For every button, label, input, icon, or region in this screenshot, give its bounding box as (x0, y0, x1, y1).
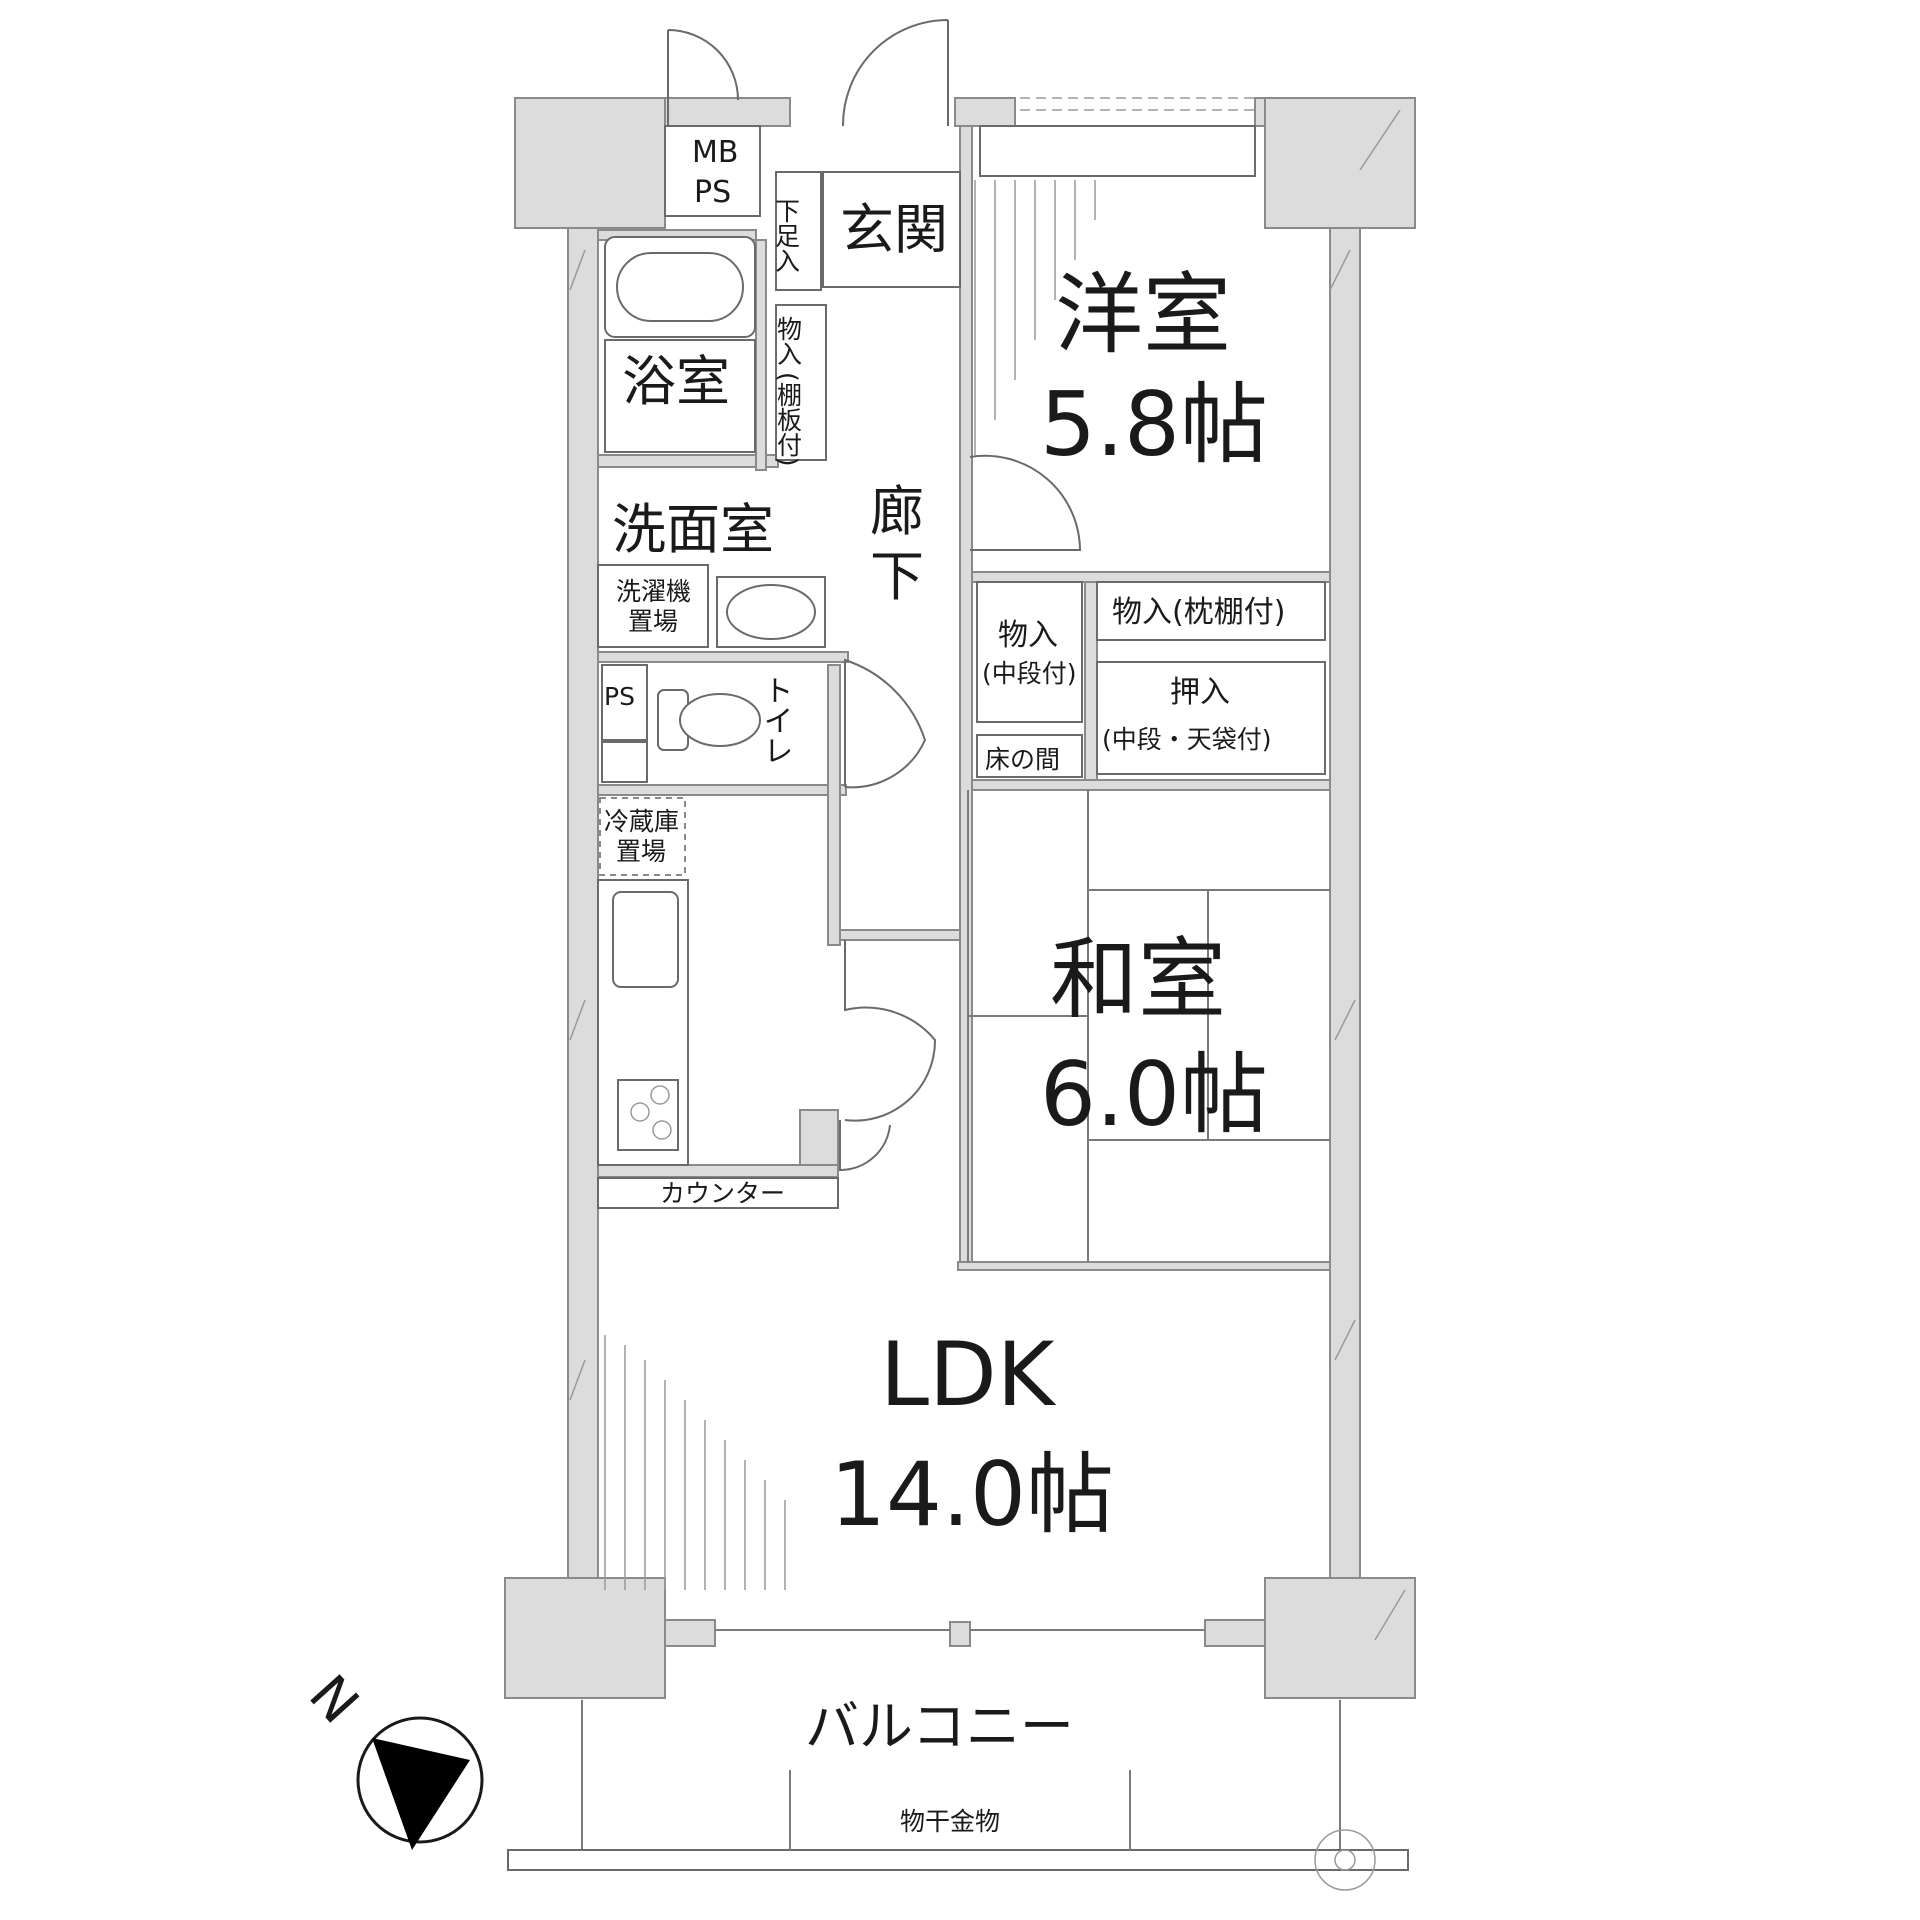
mbps-label-1: MB (692, 135, 738, 170)
structural-walls (504, 97, 1416, 1699)
closet-shelf-label: 物入 (774, 316, 803, 366)
north-label: N (297, 1663, 371, 1735)
genkan-label: 玄関 (840, 198, 948, 261)
reizouko-label-1: 冷蔵庫 (604, 807, 679, 836)
ldk-label: LDK (880, 1323, 1057, 1426)
bath-label: 浴室 (622, 350, 730, 413)
youshitsu-size: 5.8帖 (1040, 373, 1268, 476)
balcony-label: バルコニー (805, 1695, 1074, 1758)
toilet-label: トイレ (758, 675, 793, 765)
monoire-makura-label: 物入(枕棚付) (1112, 595, 1285, 630)
reizouko-label-2: 置場 (616, 837, 666, 866)
tokonoma-label: 床の間 (985, 745, 1060, 774)
room-labels: MB PS 玄関 下足入 浴室 物入 (棚板付) 洗面室 洗濯機 置場 廊 下 … (604, 135, 1285, 1836)
sentakuki-label-2: 置場 (628, 607, 678, 636)
senmen-label: 洗面室 (612, 498, 774, 561)
corridor-label-2: 下 (870, 545, 924, 608)
mbps-label-2: PS (694, 175, 731, 210)
fixtures (597, 97, 1330, 1631)
washitsu-size: 6.0帖 (1040, 1043, 1268, 1146)
washitsu-label: 和室 (1050, 928, 1226, 1031)
youshitsu-label: 洋室 (1055, 263, 1231, 366)
ps-label: PS (604, 682, 635, 711)
oshiire-label: 押入 (1170, 675, 1230, 710)
sentakuki-label-1: 洗濯機 (616, 577, 691, 606)
balcony-structure (507, 1700, 1409, 1891)
counter-label: カウンター (660, 1179, 785, 1208)
monoire-chudan-note: (中段付) (982, 659, 1077, 688)
ldk-size: 14.0帖 (830, 1443, 1114, 1546)
getabako-label: 下足入 (772, 198, 801, 273)
closet-shelf-note: (棚板付) (774, 372, 803, 467)
compass: N (297, 1663, 484, 1850)
oshiire-note: (中段・天袋付) (1102, 725, 1272, 754)
doors (667, 19, 1082, 1172)
corridor-label-1: 廊 (870, 480, 924, 543)
monoire-chudan-label: 物入 (998, 618, 1058, 653)
monohoshi-label: 物干金物 (900, 1807, 1000, 1836)
